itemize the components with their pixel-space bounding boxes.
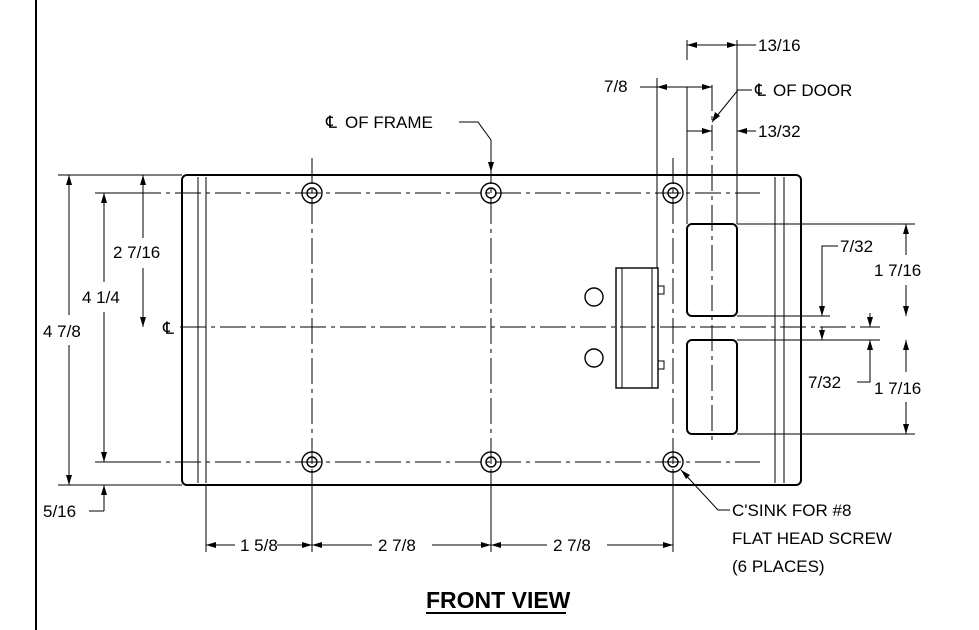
dim-4-1-4: 4 1/4 (82, 288, 120, 307)
dim-1-5-8: 1 5/8 (240, 536, 278, 555)
round-hole-upper (584, 287, 604, 307)
countersink-note-line3: (6 PLACES) (732, 557, 825, 576)
dim-13-16: 13/16 (758, 36, 801, 55)
countersink-hole-top-center (480, 182, 502, 204)
dim-7-8-top: 7/8 (604, 77, 628, 96)
dim-7-32-upper: 7/32 (840, 237, 873, 256)
dim-1-7-16-lower: 1 7/16 (874, 379, 921, 398)
cl-door-symbol: ℄ (754, 81, 766, 100)
latch-block (615, 267, 665, 389)
dim-2-7-16: 2 7/16 (113, 243, 160, 262)
dim-5-16: 5/16 (43, 502, 76, 521)
countersink-note-line1: C'SINK FOR #8 (732, 501, 851, 520)
countersink-hole-top-right (662, 182, 684, 204)
dim-1-7-16-upper: 1 7/16 (874, 261, 921, 280)
door-opening-lower (686, 339, 738, 435)
cl-door-label: OF DOOR (773, 81, 852, 100)
dim-2-7-8-right: 2 7/8 (553, 536, 591, 555)
dim-13-32: 13/32 (758, 122, 801, 141)
cl-frame-label: OF FRAME (345, 113, 433, 132)
round-hole-lower (584, 348, 604, 368)
dim-2-7-8-left: 2 7/8 (378, 536, 416, 555)
dim-4-7-8: 4 7/8 (43, 322, 81, 341)
door-opening-upper (686, 223, 738, 317)
countersink-note-line2: FLAT HEAD SCREW (732, 529, 892, 548)
view-title: FRONT VIEW (426, 587, 571, 613)
cl-frame-symbol: ℄ (325, 113, 337, 132)
cl-horizontal-symbol: ℄ (162, 319, 174, 338)
dim-7-32-lower: 7/32 (808, 373, 841, 392)
countersink-hole-top-left (301, 182, 323, 204)
